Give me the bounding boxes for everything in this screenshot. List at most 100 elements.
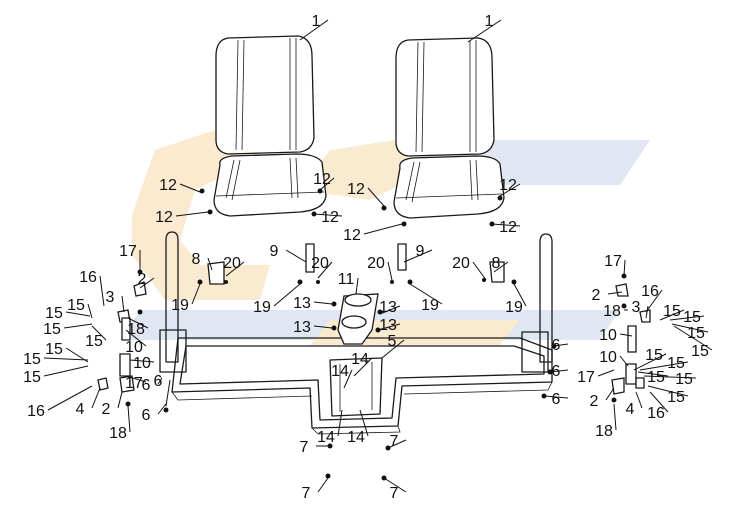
callout-leader-15 xyxy=(669,315,705,321)
callout-label-14: 14 xyxy=(331,363,349,380)
right-seat-cushion xyxy=(393,155,505,219)
center-console xyxy=(329,357,383,417)
callout-leader-5 xyxy=(381,339,405,359)
callout-label-16: 16 xyxy=(641,283,659,300)
callout-label-17: 17 xyxy=(119,243,137,260)
callout-leader-18 xyxy=(127,317,149,329)
callout-leader-7 xyxy=(387,439,407,449)
callout-label-20: 20 xyxy=(223,255,241,272)
callout-label-18: 18 xyxy=(595,423,613,440)
callout-leader-2 xyxy=(139,277,155,289)
callout-leader-13 xyxy=(379,305,401,315)
callout-leader-6 xyxy=(543,395,569,399)
callout-leader-15 xyxy=(673,325,713,351)
callout-label-4: 4 xyxy=(76,401,85,418)
callout-label-12: 12 xyxy=(499,177,517,194)
callout-label-3: 3 xyxy=(106,289,115,306)
callout-label-15: 15 xyxy=(85,333,103,350)
callout-label-6: 6 xyxy=(142,407,151,424)
callout-leader-14 xyxy=(337,409,343,437)
callout-label-16: 16 xyxy=(647,405,665,422)
callout-leader-12 xyxy=(319,177,335,191)
callout-label-13: 13 xyxy=(293,319,311,336)
callout-leader-15 xyxy=(43,357,89,361)
callout-leader-15 xyxy=(65,311,91,317)
callout-label-7: 7 xyxy=(300,439,309,456)
callout-leader-12 xyxy=(313,213,343,217)
callout-leader-19 xyxy=(191,283,201,305)
callout-label-4: 4 xyxy=(626,401,635,418)
callout-label-15: 15 xyxy=(43,321,61,338)
callout-leader-15 xyxy=(639,361,689,371)
callout-leader-1 xyxy=(299,19,329,41)
callout-label-15: 15 xyxy=(23,351,41,368)
callout-label-1: 1 xyxy=(485,13,494,30)
callout-label-6: 6 xyxy=(154,373,163,390)
callout-leader-13 xyxy=(313,301,333,305)
callout-leader-13 xyxy=(377,323,401,331)
callout-leader-12 xyxy=(179,183,201,193)
callout-label-18: 18 xyxy=(127,321,145,338)
callout-label-12: 12 xyxy=(313,171,331,188)
callout-leader-15 xyxy=(63,323,93,329)
callout-leader-12 xyxy=(499,183,521,197)
callout-leader-15 xyxy=(671,323,709,333)
callout-leader-20 xyxy=(317,261,333,279)
callout-leader-15 xyxy=(643,375,697,379)
callout-label-15: 15 xyxy=(691,343,709,360)
brackets xyxy=(97,243,651,395)
callout-label-17: 17 xyxy=(577,369,595,386)
callout-leaders xyxy=(43,19,713,493)
callout-leader-16 xyxy=(649,391,669,413)
callout-leader-9 xyxy=(285,249,307,263)
callout-leader-12 xyxy=(491,223,521,227)
callout-label-20: 20 xyxy=(367,255,385,272)
callout-label-16: 16 xyxy=(79,269,97,286)
right-seat-backrest xyxy=(395,37,495,157)
callout-leader-7 xyxy=(317,477,329,493)
callout-leader-1 xyxy=(467,19,502,43)
callout-leader-15 xyxy=(87,303,93,319)
left-upright xyxy=(165,231,179,363)
callout-label-14: 14 xyxy=(351,351,369,368)
callout-label-14: 14 xyxy=(347,429,365,446)
callout-leader-10 xyxy=(619,355,629,367)
callout-label-19: 19 xyxy=(171,297,189,314)
callout-leader-16 xyxy=(47,385,93,411)
callout-label-12: 12 xyxy=(343,227,361,244)
callout-label-7: 7 xyxy=(302,485,311,502)
left-seat xyxy=(213,35,327,217)
callout-label-20: 20 xyxy=(452,255,470,272)
callout-label-12: 12 xyxy=(347,181,365,198)
callout-label-15: 15 xyxy=(45,341,63,358)
callout-label-16: 16 xyxy=(27,403,45,420)
callout-leader-18 xyxy=(613,403,617,431)
callout-label-13: 13 xyxy=(379,299,397,316)
callout-label-9: 9 xyxy=(416,243,425,260)
callout-leader-10 xyxy=(619,333,633,337)
callout-label-10: 10 xyxy=(599,327,617,344)
callout-leader-6 xyxy=(157,377,163,385)
callout-label-15: 15 xyxy=(645,347,663,364)
callout-label-19: 19 xyxy=(253,299,271,316)
callout-leader-19 xyxy=(273,283,301,307)
left-seat-cushion xyxy=(213,153,327,217)
callout-leader-17 xyxy=(597,369,615,377)
callout-label-18: 18 xyxy=(109,425,127,442)
callout-leader-17 xyxy=(125,375,147,383)
callout-leader-20 xyxy=(225,261,245,277)
callout-label-9: 9 xyxy=(270,243,279,260)
callout-leader-6 xyxy=(157,403,167,415)
callout-leader-8 xyxy=(207,257,213,271)
callout-label-19: 19 xyxy=(421,297,439,314)
callout-label-10: 10 xyxy=(125,339,143,356)
callout-label-15: 15 xyxy=(683,309,701,326)
callout-label-3: 3 xyxy=(632,299,641,316)
callout-label-15: 15 xyxy=(67,297,85,314)
callout-leader-18 xyxy=(127,405,131,433)
callout-leader-2 xyxy=(607,291,623,295)
callout-label-15: 15 xyxy=(675,371,693,388)
callout-leader-12 xyxy=(367,187,385,207)
